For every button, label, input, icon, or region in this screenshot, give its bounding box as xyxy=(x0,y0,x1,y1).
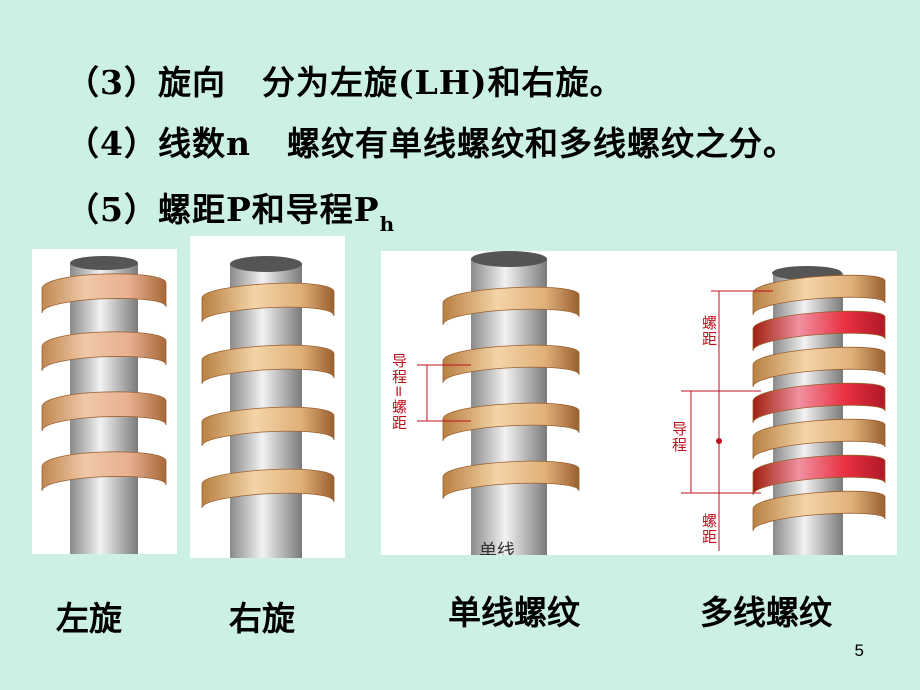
pitch-lead-term: （5）螺距P和导程P xyxy=(66,190,380,229)
right-hand-caption: 右旋 xyxy=(229,599,295,638)
multi-pitch-bottom-label: 螺距 xyxy=(700,513,718,545)
thread-count-term: （4）线数n xyxy=(66,124,251,163)
single-thread-tag: 单线 xyxy=(479,541,515,555)
thread-count-desc: 螺纹有单线螺纹和多线螺纹之分。 xyxy=(286,124,797,163)
multi-pitch-top-label: 螺距 xyxy=(700,315,718,347)
rotation-direction-term: （3）旋向 xyxy=(66,63,226,102)
rotation-direction-line: （3）旋向分为左旋(LH)和右旋。 xyxy=(66,56,624,104)
multi-lead-label: 导程 xyxy=(670,421,688,453)
single-multi-thread-diagram: 导程=螺距 单线 螺距 导程 螺距 xyxy=(381,251,897,555)
pitch-lead-line: （5）螺距P和导程Ph xyxy=(66,183,395,236)
thread-count-line: （4）线数n 螺纹有单线螺纹和多线螺纹之分。 xyxy=(66,117,797,165)
single-thread-caption: 单线螺纹 xyxy=(448,593,580,632)
lead-subscript: h xyxy=(379,212,396,236)
rotation-direction-desc: 分为左旋(LH)和右旋。 xyxy=(261,63,624,102)
page-number: 5 xyxy=(854,641,864,660)
lead-equals-pitch-label: 导程=螺距 xyxy=(390,353,408,431)
right-hand-thread-image xyxy=(190,236,345,558)
left-hand-thread-image xyxy=(32,249,177,554)
multi-thread-caption: 多线螺纹 xyxy=(700,593,832,632)
left-hand-caption: 左旋 xyxy=(56,599,122,638)
